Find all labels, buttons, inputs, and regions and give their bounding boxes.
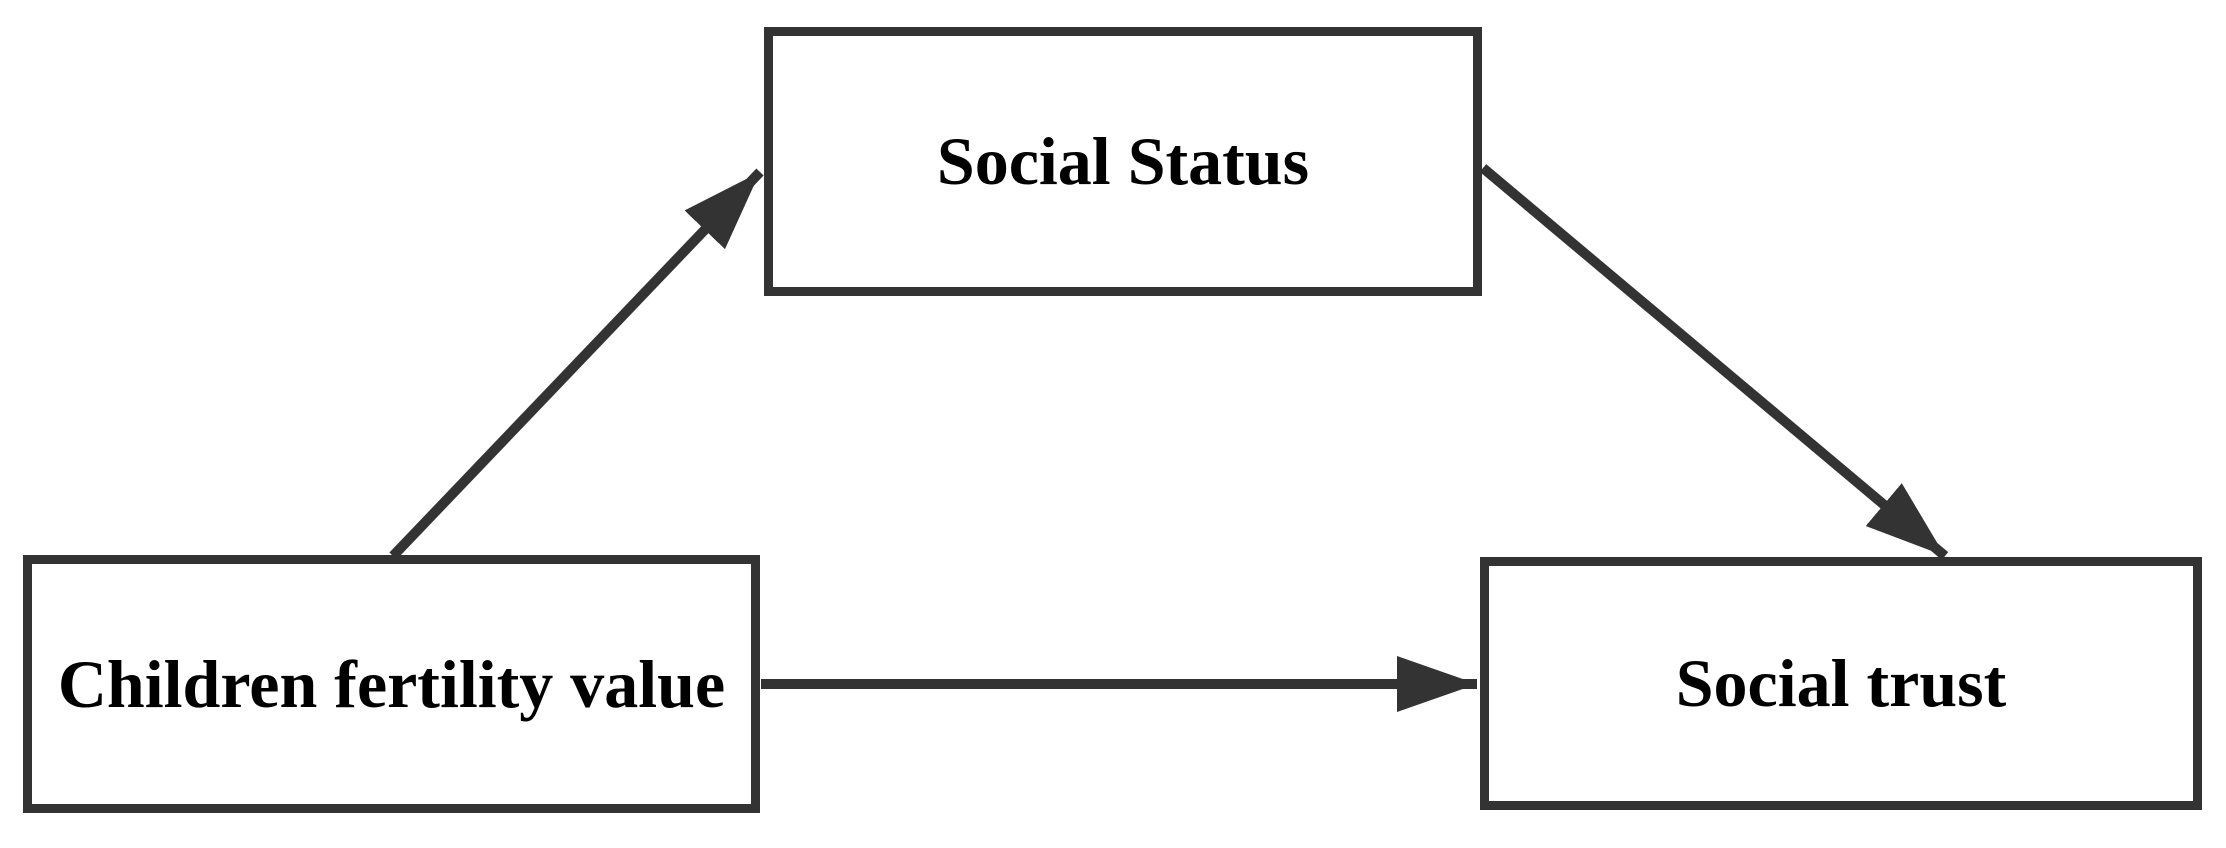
node-children-fertility-value: Children fertility value xyxy=(23,555,760,813)
node-social-trust: Social trust xyxy=(1480,557,2202,810)
edge-social-status-to-social-trust xyxy=(1479,164,1949,560)
node-social-status-label: Social Status xyxy=(936,123,1310,199)
node-social-status: Social Status xyxy=(764,27,1482,296)
node-children-fertility-value-label: Children fertility value xyxy=(57,645,726,722)
edge-children-fertility-to-social-status xyxy=(389,168,764,560)
node-social-trust-label: Social trust xyxy=(1675,645,2007,721)
